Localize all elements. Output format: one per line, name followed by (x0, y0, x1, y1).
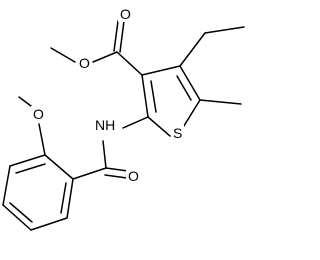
molecule-diagram: O O S NH O O (2, 6, 245, 231)
bond-benzene-1 (44, 154, 74, 180)
atom-amide-nitrogen: NH (95, 117, 115, 133)
bond-ring-to-nh (122, 116, 149, 129)
label-mask (93, 117, 117, 133)
bond-ethyl-2 (204, 26, 245, 34)
label-mask (31, 106, 45, 122)
bond-ethyl-1 (179, 32, 206, 67)
bond-benzene-2-inner (15, 163, 46, 174)
label-mask (118, 6, 132, 22)
bond-ring-c2-c3 (141, 74, 149, 118)
atom-ester-carbonyl-oxygen: O (120, 6, 131, 22)
bond-benzene-4-inner (9, 202, 33, 223)
atom-amide-carbonyl-oxygen: O (128, 168, 139, 184)
bond-benzene-3 (2, 165, 11, 206)
bond-ring-to-methoxy-o (38, 123, 46, 156)
bond-ring-to-ester (116, 51, 143, 76)
bond-carbonyl-to-ring (72, 167, 107, 180)
bond-ester-carbon-oxygen (92, 51, 118, 63)
atom-thiophene-sulfur: S (173, 125, 182, 141)
bond-oxygen-methyl (50, 47, 76, 63)
bond-ring-c2-c3-inner (150, 80, 157, 113)
bond-benzene-4 (2, 204, 32, 231)
bond-benzene-2 (9, 154, 46, 167)
label-mask (77, 55, 91, 71)
bond-amide-carbonyl-1 (105, 167, 129, 172)
atom-methoxy-oxygen: O (33, 106, 44, 122)
bond-nh-to-carbonyl (102, 140, 107, 169)
bond-benzene-6 (66, 178, 74, 219)
bond-benzene-5 (30, 217, 68, 231)
bond-amide-carbonyl-2 (104, 174, 128, 179)
label-mask (126, 168, 140, 184)
label-mask (171, 125, 184, 141)
bond-benzene-6-inner (60, 182, 67, 214)
bond-ring-c3-c4 (141, 65, 181, 76)
bond-ester-carbonyl-2 (113, 20, 119, 52)
bond-ring-c4-c5 (179, 65, 201, 101)
bond-ester-carbonyl-1 (119, 20, 125, 53)
structure-drawing: O O S NH O O (2, 6, 245, 231)
bond-ring-c5-s (181, 99, 201, 130)
bond-ring-c4-c5-inner (176, 75, 192, 101)
bond-ring-methyl (199, 99, 242, 105)
bond-ring-s-c2 (147, 116, 171, 137)
atom-ester-ether-oxygen: O (79, 55, 90, 71)
